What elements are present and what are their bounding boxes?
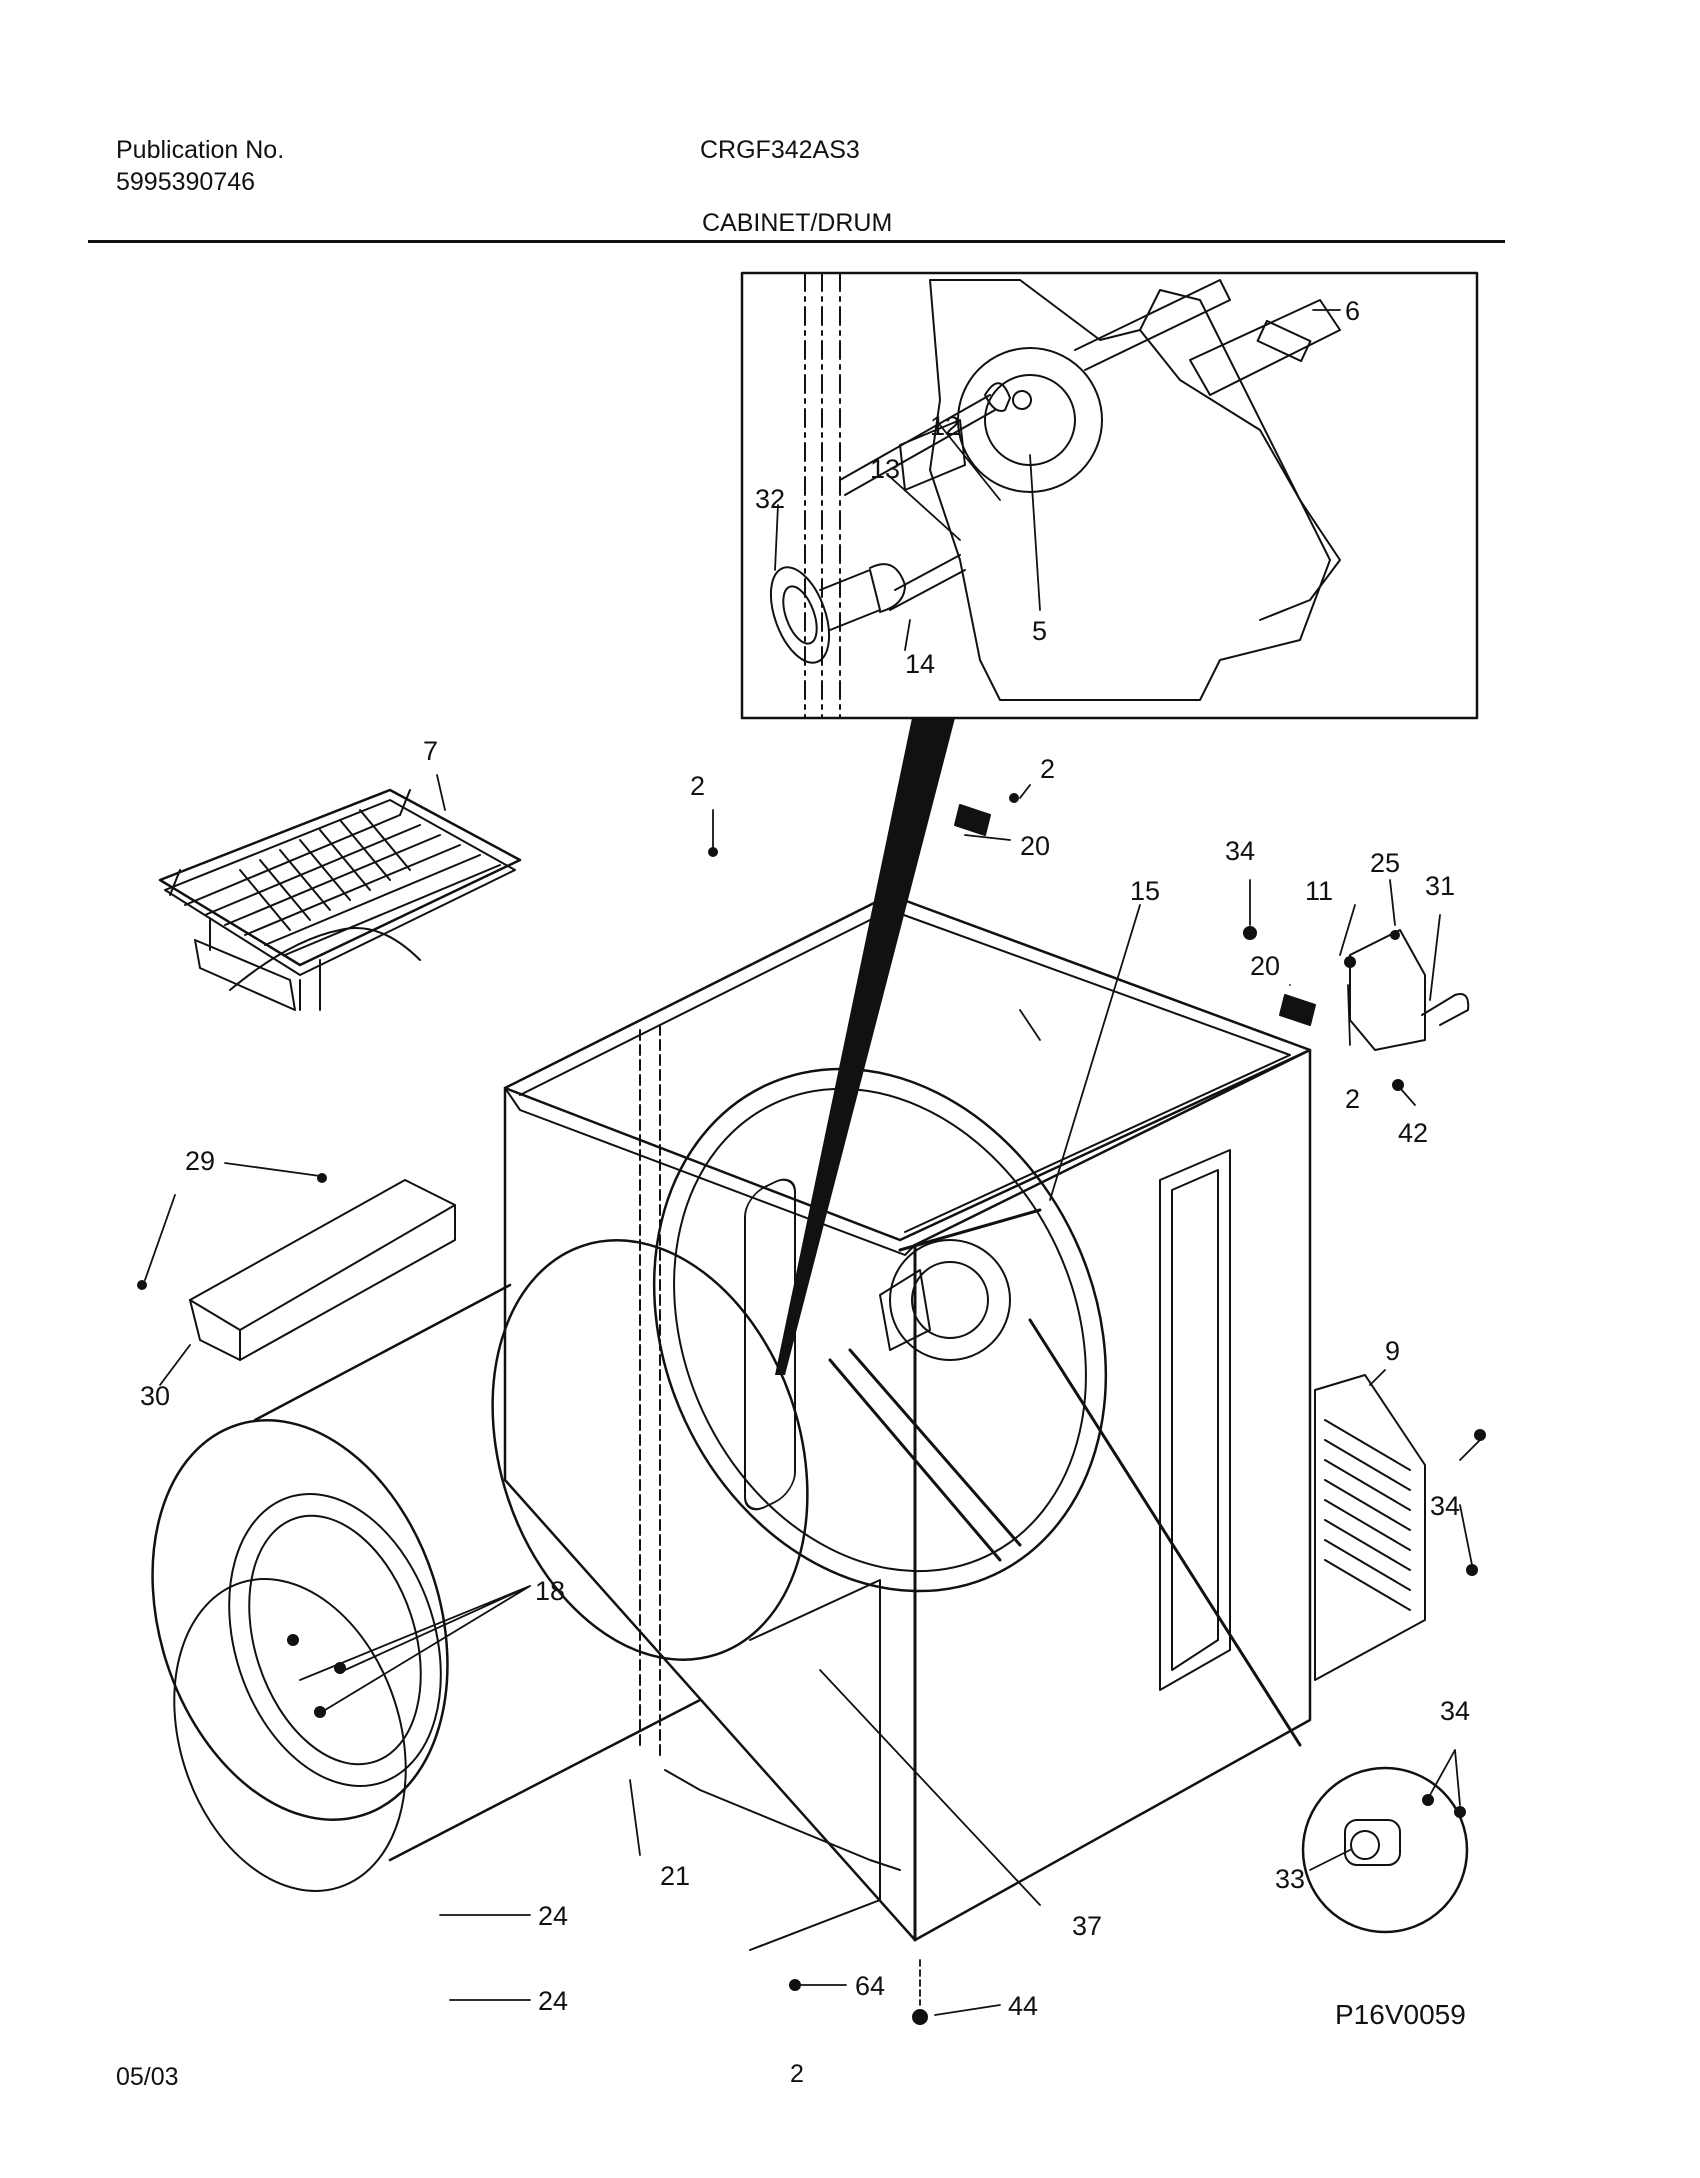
callout-11: 11 bbox=[1305, 876, 1333, 906]
publication-label: Publication No. bbox=[116, 136, 285, 164]
callout-20-top: 20 bbox=[1020, 831, 1050, 861]
screws bbox=[137, 793, 1486, 2025]
page-number: 2 bbox=[790, 2060, 804, 2088]
thermostat-detail bbox=[1028, 1318, 1469, 1934]
model-number: CRGF342AS3 bbox=[700, 136, 860, 164]
callout-18: 18 bbox=[535, 1576, 565, 1606]
callout-34-right: 34 bbox=[1430, 1491, 1460, 1521]
callout-15: 15 bbox=[1130, 876, 1160, 906]
callout-14: 14 bbox=[905, 649, 935, 679]
callout-34-bottom: 34 bbox=[1440, 1696, 1470, 1726]
callout-9: 9 bbox=[1385, 1336, 1400, 1366]
publication-number: 5995390746 bbox=[116, 168, 256, 196]
bulkhead bbox=[652, 1067, 1108, 1593]
header-rule bbox=[88, 240, 1505, 243]
callout-31: 31 bbox=[1425, 871, 1455, 901]
callout-33: 33 bbox=[1275, 1864, 1305, 1894]
vent-panel bbox=[1314, 1374, 1426, 1681]
callout-21: 21 bbox=[660, 1861, 690, 1891]
callout-20-right: 20 bbox=[1250, 951, 1280, 981]
bracket bbox=[1349, 929, 1426, 1051]
callout-32: 32 bbox=[755, 484, 785, 514]
callout-24-bottom: 24 bbox=[538, 1986, 568, 2016]
drying-rack bbox=[158, 788, 522, 1011]
callout-64: 64 bbox=[855, 1971, 885, 2001]
callout-44: 44 bbox=[1008, 1991, 1038, 2021]
callout-24-top: 24 bbox=[538, 1901, 568, 1931]
revision-date: 05/03 bbox=[116, 2063, 179, 2091]
plug bbox=[1421, 993, 1470, 1026]
drawing-id: P16V0059 bbox=[1335, 1999, 1466, 2030]
callout-2-right: 2 bbox=[1345, 1084, 1360, 1114]
callout-29: 29 bbox=[185, 1146, 215, 1176]
callout-37: 37 bbox=[1072, 1911, 1102, 1941]
callout-7: 7 bbox=[423, 736, 438, 766]
cabinet bbox=[503, 893, 1312, 1951]
callout-13: 13 bbox=[870, 454, 900, 484]
callout-5: 5 bbox=[1032, 616, 1047, 646]
callout-6: 6 bbox=[1345, 296, 1360, 326]
callout-2-top: 2 bbox=[1040, 754, 1055, 784]
drum bbox=[151, 1239, 809, 1892]
leader-lines bbox=[144, 309, 1481, 2016]
toe-panel bbox=[189, 1179, 456, 1361]
callout-30: 30 bbox=[140, 1381, 170, 1411]
callout-2-top-left: 2 bbox=[690, 771, 705, 801]
inset-pointer bbox=[775, 718, 955, 1375]
callout-42: 42 bbox=[1398, 1118, 1428, 1148]
callout-25: 25 bbox=[1370, 848, 1400, 878]
section-title: CABINET/DRUM bbox=[702, 209, 893, 237]
inset-detail-box bbox=[740, 271, 1479, 720]
callout-12: 12 bbox=[930, 411, 960, 441]
callout-34-top: 34 bbox=[1225, 836, 1255, 866]
